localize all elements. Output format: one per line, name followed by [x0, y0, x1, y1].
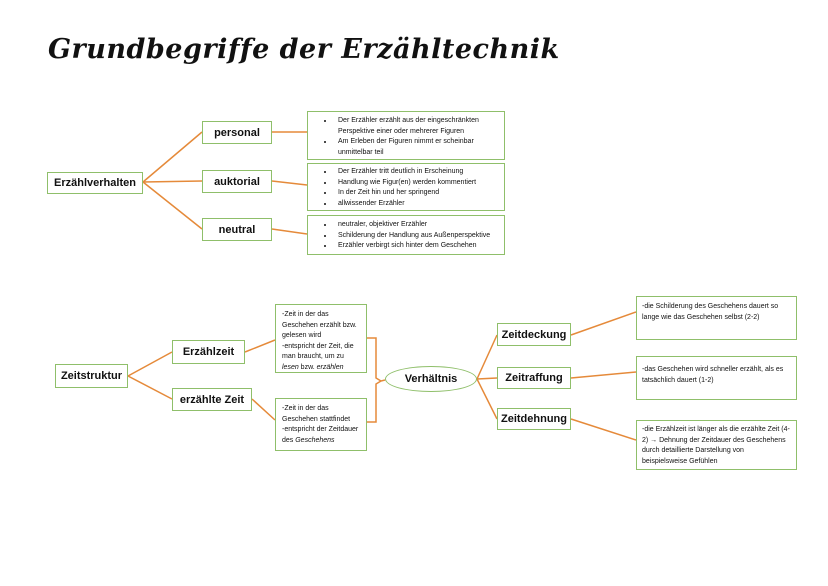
- node-auktorial: auktorial: [202, 170, 272, 193]
- definition-line: -entspricht der Zeit, die man braucht, u…: [282, 342, 360, 374]
- node-neutral: neutral: [202, 218, 272, 241]
- node-verhaeltnis: Verhältnis: [385, 366, 477, 392]
- list-item: Erzähler verbirgt sich hinter dem Gesche…: [334, 241, 498, 252]
- node-personal: personal: [202, 121, 272, 144]
- node-zeitdeckung: Zeitdeckung: [497, 323, 571, 346]
- text: -entspricht der Zeit, die man braucht, u…: [282, 342, 354, 361]
- text: bzw.: [298, 363, 317, 371]
- definition-line: -Zeit in der das Geschehen erzählt bzw. …: [282, 311, 357, 339]
- erzaehlte-zeit-description: -Zeit in der das Geschehen stattfindet -…: [275, 398, 367, 451]
- node-zeitstruktur: Zeitstruktur: [55, 364, 128, 388]
- list-item: Am Erleben der Figuren nimmt er scheinba…: [334, 137, 498, 158]
- personal-description: Der Erzähler erzählt aus der eingeschrän…: [307, 111, 505, 160]
- list-item: allwissender Erzähler: [334, 199, 498, 210]
- zeitdehnung-description: -die Erzählzeit ist länger als die erzäh…: [636, 420, 797, 470]
- node-erzaehlte-zeit: erzählte Zeit: [172, 388, 252, 411]
- text: -entspricht der Zeitdauer des: [282, 426, 359, 444]
- page-title: Grundbegriffe der Erzähltechnik: [48, 34, 560, 65]
- zeitraffung-description: -das Geschehen wird schneller erzählt, a…: [636, 356, 797, 400]
- zeitdeckung-description: -die Schilderung des Geschehens dauert s…: [636, 296, 797, 340]
- neutral-description: neutraler, objektiver Erzähler Schilderu…: [307, 215, 505, 255]
- text: Geschehens: [295, 436, 335, 444]
- definition-line: -entspricht der Zeitdauer des Geschehens: [282, 425, 360, 446]
- text: lesen: [282, 363, 299, 371]
- list-item: neutraler, objektiver Erzähler: [334, 220, 498, 231]
- auktorial-description: Der Erzähler tritt deutlich in Erscheinu…: [307, 163, 505, 211]
- node-zeitdehnung: Zeitdehnung: [497, 408, 571, 430]
- definition-line: -Zeit in der das Geschehen stattfindet: [282, 405, 351, 423]
- list-item: Der Erzähler tritt deutlich in Erscheinu…: [334, 167, 498, 178]
- text: erzählen: [316, 363, 344, 371]
- list-item: In der Zeit hin und her springend: [334, 188, 498, 199]
- list-item: Schilderung der Handlung aus Außenperspe…: [334, 231, 498, 242]
- list-item: Handlung wie Figur(en) werden kommentier…: [334, 178, 498, 189]
- node-zeitraffung: Zeitraffung: [497, 367, 571, 389]
- node-erzaehlzeit: Erzählzeit: [172, 340, 245, 364]
- node-erzaehlverhalten: Erzählverhalten: [47, 172, 143, 194]
- list-item: Der Erzähler erzählt aus der eingeschrän…: [334, 116, 498, 137]
- erzaehlzeit-description: -Zeit in der das Geschehen erzählt bzw. …: [275, 304, 367, 373]
